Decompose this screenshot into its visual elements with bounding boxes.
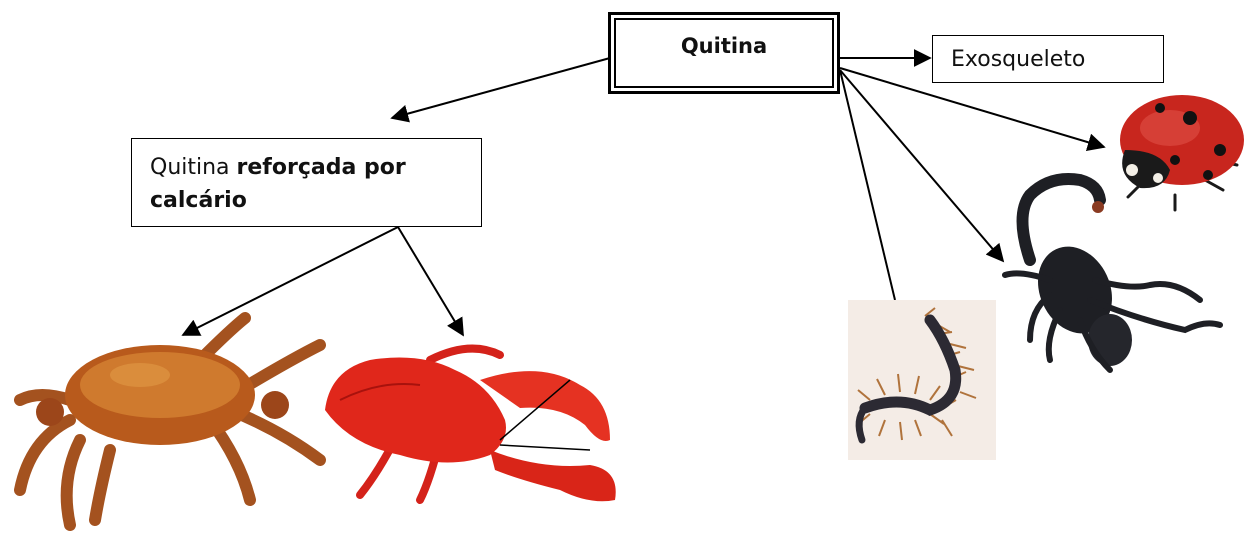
arrow-to-lobster — [397, 226, 464, 337]
node-exoskeleton-label: Exosqueleto — [951, 46, 1086, 72]
arrow-to-crab — [181, 226, 399, 336]
arrow-to-ladybug — [839, 67, 1106, 151]
scorpion-image — [1002, 173, 1223, 373]
arrow-to-calcified — [390, 57, 611, 123]
centipede-image — [848, 300, 996, 460]
node-exoskeleton: Exosqueleto — [932, 35, 1164, 83]
lobster-image — [325, 344, 616, 504]
node-calcified-prefix: Quitina — [150, 155, 237, 180]
line-to-centipede — [839, 69, 896, 301]
connectors — [181, 49, 1106, 337]
node-calcified-chitin: Quitina reforçada por calcário — [131, 138, 482, 227]
ladybug-image — [1120, 95, 1244, 212]
node-calcified-bold: reforçada por calcário — [150, 155, 406, 213]
node-quitina: Quitina — [608, 12, 840, 94]
node-quitina-label: Quitina — [614, 18, 834, 88]
crab-image — [14, 312, 326, 531]
arrow-to-scorpion — [839, 69, 1005, 263]
